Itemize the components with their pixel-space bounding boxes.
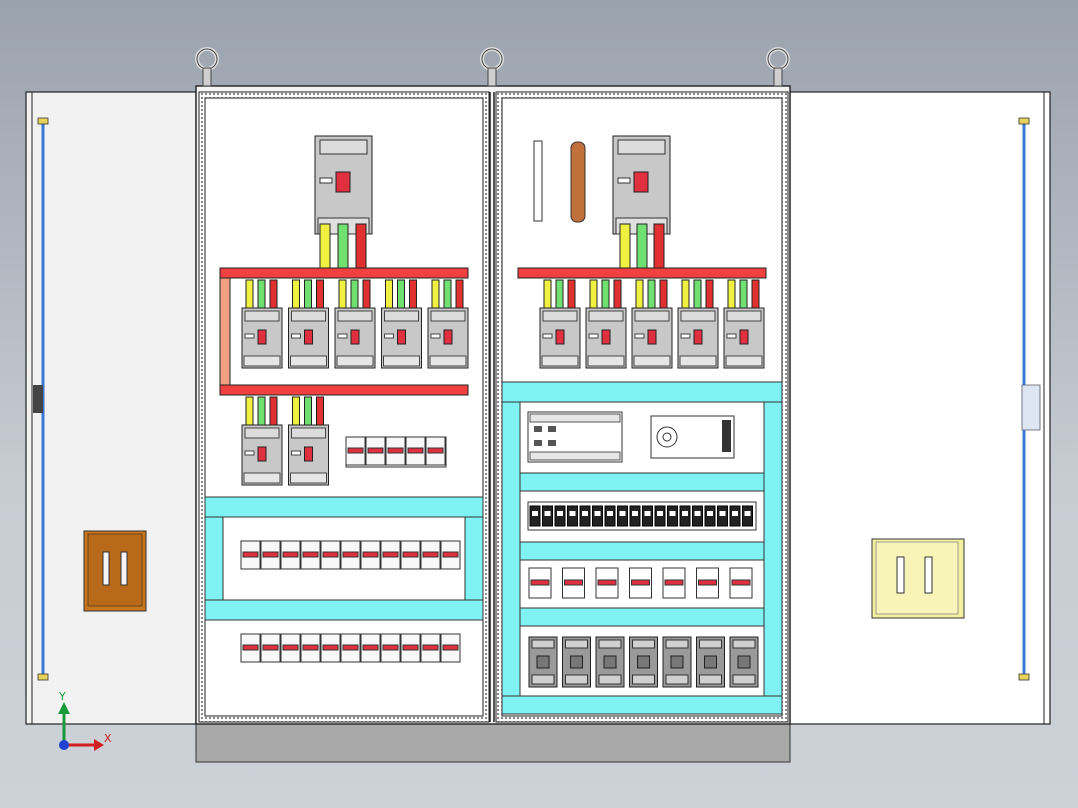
left-top-breaker-3 <box>334 279 376 369</box>
right-top-breaker-3 <box>631 279 673 369</box>
left-main-cables <box>319 223 367 269</box>
left-upper-mcb-7 <box>360 540 381 570</box>
left-door <box>25 91 197 725</box>
left-small-mcb-3 <box>385 436 406 466</box>
left-lower-mcb-11 <box>440 633 461 663</box>
relay-module-4 <box>629 567 652 599</box>
terminal-strip-vertical <box>533 140 543 222</box>
left-upper-mcb-3 <box>280 540 301 570</box>
left-small-mcb-1 <box>345 436 366 466</box>
lifting-eye-center <box>480 47 504 87</box>
contactor-3 <box>595 636 625 688</box>
contactor-4 <box>629 636 658 688</box>
left-small-mcb-5 <box>425 436 446 466</box>
relay-module-6 <box>696 567 719 599</box>
axis-y-label: Y <box>58 690 66 703</box>
left-lower-mcb-5 <box>320 633 341 663</box>
left-upper-mcb-4 <box>300 540 321 570</box>
left-small-mcb-2 <box>365 436 386 466</box>
left-bottom-breaker-1 <box>241 396 283 486</box>
right-main-breaker <box>612 135 671 235</box>
right-busbar-top <box>517 267 767 279</box>
contactor-6 <box>696 636 725 688</box>
right-door-latch <box>1021 384 1041 431</box>
right-top-breaker-4 <box>677 279 719 369</box>
right-top-breaker-2 <box>585 279 627 369</box>
left-top-breaker-row <box>241 279 469 369</box>
left-din-frame <box>204 496 484 621</box>
left-terminal-strip-upper <box>345 436 447 468</box>
right-top-breaker-row <box>539 279 765 369</box>
power-supply-unit <box>650 415 735 459</box>
contactor-5 <box>662 636 692 688</box>
contactor-7 <box>729 636 759 688</box>
left-lower-mcb-2 <box>260 633 281 663</box>
left-lower-mcb-8 <box>380 633 401 663</box>
lifting-eye-left <box>195 47 219 87</box>
axis-triad: Y X <box>58 690 112 751</box>
left-lower-mcb-4 <box>300 633 321 663</box>
left-top-breaker-4 <box>381 279 422 369</box>
left-busbar-vertical <box>219 277 231 386</box>
left-busbar-bottom <box>219 384 469 396</box>
contactor-1 <box>528 636 558 688</box>
right-door-handle[interactable] <box>871 538 965 619</box>
left-lower-mcb-10 <box>420 633 441 663</box>
relay-module-1 <box>528 567 552 599</box>
left-lower-mcb-7 <box>360 633 381 663</box>
terminal-block-row <box>527 501 757 531</box>
plc-controller <box>527 411 623 463</box>
left-upper-mcb-1 <box>240 540 261 570</box>
left-upper-mcb-6 <box>340 540 361 570</box>
fan-icon <box>656 426 678 448</box>
left-lower-mcb-1 <box>240 633 261 663</box>
left-lower-mcb-6 <box>340 633 361 663</box>
ground-bar <box>570 141 586 223</box>
contactor-row <box>528 636 759 688</box>
left-top-breaker-2 <box>288 279 329 369</box>
right-top-breaker-5 <box>723 279 765 369</box>
left-mcb-row-lower <box>240 633 461 663</box>
left-upper-mcb-5 <box>320 540 341 570</box>
left-upper-mcb-8 <box>380 540 401 570</box>
left-busbar-top <box>219 267 469 279</box>
axis-x-label: X <box>104 732 112 745</box>
relay-module-2 <box>562 567 585 599</box>
left-top-breaker-1 <box>241 279 283 369</box>
relay-module-5 <box>662 567 686 599</box>
right-main-cables <box>619 223 665 269</box>
left-main-breaker <box>314 135 373 235</box>
right-top-breaker-1 <box>539 279 581 369</box>
left-small-mcb-4 <box>405 436 426 466</box>
relay-module-3 <box>595 567 619 599</box>
left-upper-mcb-10 <box>420 540 441 570</box>
left-top-breaker-5 <box>427 279 469 369</box>
relay-module-7 <box>729 567 753 599</box>
left-door-handle[interactable] <box>83 530 147 612</box>
right-din-frame <box>501 381 783 715</box>
relay-module-row <box>528 567 753 599</box>
right-door <box>789 91 1051 725</box>
left-upper-mcb-2 <box>260 540 281 570</box>
left-door-latch <box>33 385 43 413</box>
left-upper-mcb-9 <box>400 540 421 570</box>
lifting-eye-right <box>766 47 790 87</box>
left-lower-mcb-3 <box>280 633 301 663</box>
left-upper-mcb-11 <box>440 540 461 570</box>
left-lower-mcb-9 <box>400 633 421 663</box>
left-bottom-breaker-2 <box>288 396 329 486</box>
left-mcb-row-upper <box>240 540 461 570</box>
left-bottom-breaker-row <box>241 396 329 486</box>
plinth <box>195 723 791 763</box>
contactor-2 <box>562 636 591 688</box>
